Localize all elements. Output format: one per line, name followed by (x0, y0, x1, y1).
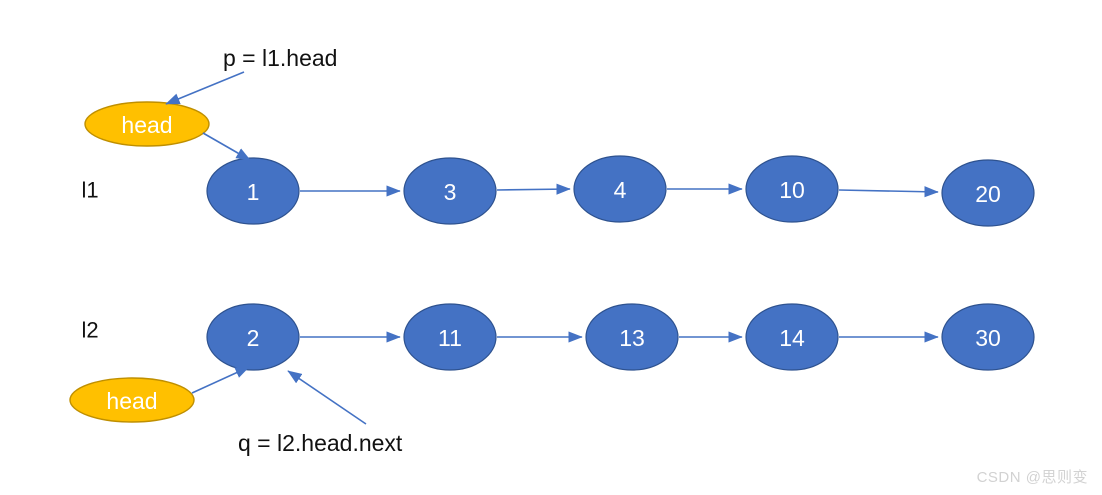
annotation-p-arrow (165, 71, 245, 105)
list-node-l1-2[interactable] (573, 155, 667, 223)
head-node-l1[interactable] (84, 101, 210, 147)
list-node-l2-2-value: 13 (619, 325, 645, 351)
head-arrow-l1 (202, 132, 251, 161)
list-node-l1-3[interactable] (745, 155, 839, 223)
next-arrow-l1-1-to-2 (496, 183, 571, 195)
head-node-l2[interactable] (69, 377, 195, 423)
list-node-l2-0-value: 2 (247, 325, 260, 351)
list-node-l1-0-value: 1 (247, 179, 260, 205)
list-node-l2-0[interactable] (206, 303, 300, 371)
list-node-l2-3[interactable] (745, 303, 839, 371)
list-node-l2-4-value: 30 (975, 325, 1001, 351)
head-node-l1-label: head (121, 112, 172, 138)
head-arrow-l2 (191, 366, 250, 394)
list-node-l2-1-value: 11 (438, 325, 462, 351)
annotation-p-label: p = l1.head (223, 45, 337, 71)
next-arrow-l1-3-to-4 (838, 186, 939, 198)
list-node-l2-1[interactable] (403, 303, 497, 371)
list-node-l2-2[interactable] (585, 303, 679, 371)
list-node-l1-0[interactable] (206, 157, 300, 225)
list-node-l1-4[interactable] (941, 159, 1035, 227)
list-node-l1-4-value: 20 (975, 181, 1001, 207)
list-label-l2: l2 (81, 318, 98, 343)
list-node-l2-4[interactable] (941, 303, 1035, 371)
list-node-l1-3-value: 10 (779, 177, 805, 203)
annotation-q-arrow (287, 370, 367, 425)
head-node-l2-label: head (106, 388, 157, 414)
list-node-l2-3-value: 14 (779, 325, 805, 351)
list-node-l1-1-value: 3 (444, 179, 457, 205)
list-label-l1: l1 (81, 178, 98, 203)
list-node-l1-2-value: 4 (614, 177, 627, 203)
annotation-q-label: q = l2.head.next (238, 430, 403, 456)
csdn-watermark: CSDN @思则变 (976, 469, 1088, 486)
list-node-l1-1[interactable] (403, 157, 497, 225)
